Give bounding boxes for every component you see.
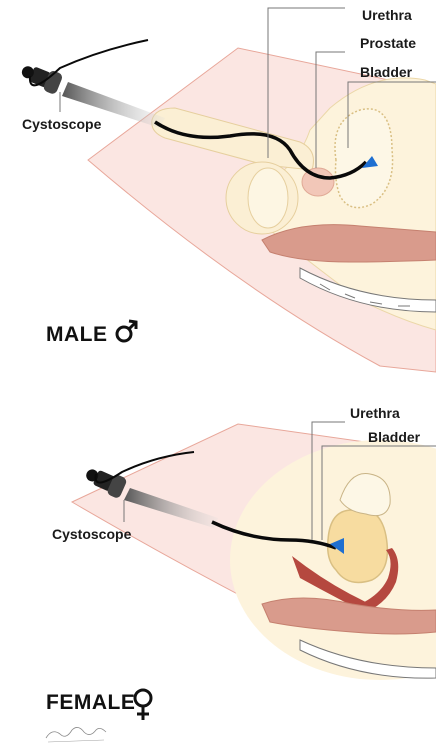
male-panel: Urethra Prostate Bladder Cystoscope MALE: [18, 7, 436, 372]
female-urethra-label: Urethra: [350, 405, 400, 421]
signature-underline: [48, 740, 104, 742]
female-bladder-label: Bladder: [368, 429, 421, 445]
female-title: FEMALE: [46, 691, 135, 714]
signature-mark: [46, 727, 106, 738]
male-urethra-label: Urethra: [362, 7, 412, 23]
male-scope-cable: [30, 40, 148, 85]
female-symbol-icon: [135, 690, 151, 720]
male-rectum: [262, 225, 436, 262]
testis: [248, 168, 288, 228]
male-title: MALE: [46, 323, 108, 346]
female-panel: Urethra Bladder Cystoscope FEMALE: [46, 405, 436, 742]
male-bladder-label: Bladder: [360, 64, 413, 80]
cystoscope-icon: [18, 60, 63, 95]
male-prostate-label: Prostate: [360, 35, 416, 51]
male-cystoscope-label: Cystoscope: [22, 116, 102, 132]
male-symbol-icon: [117, 321, 136, 341]
female-cystoscope-label: Cystoscope: [52, 526, 132, 542]
